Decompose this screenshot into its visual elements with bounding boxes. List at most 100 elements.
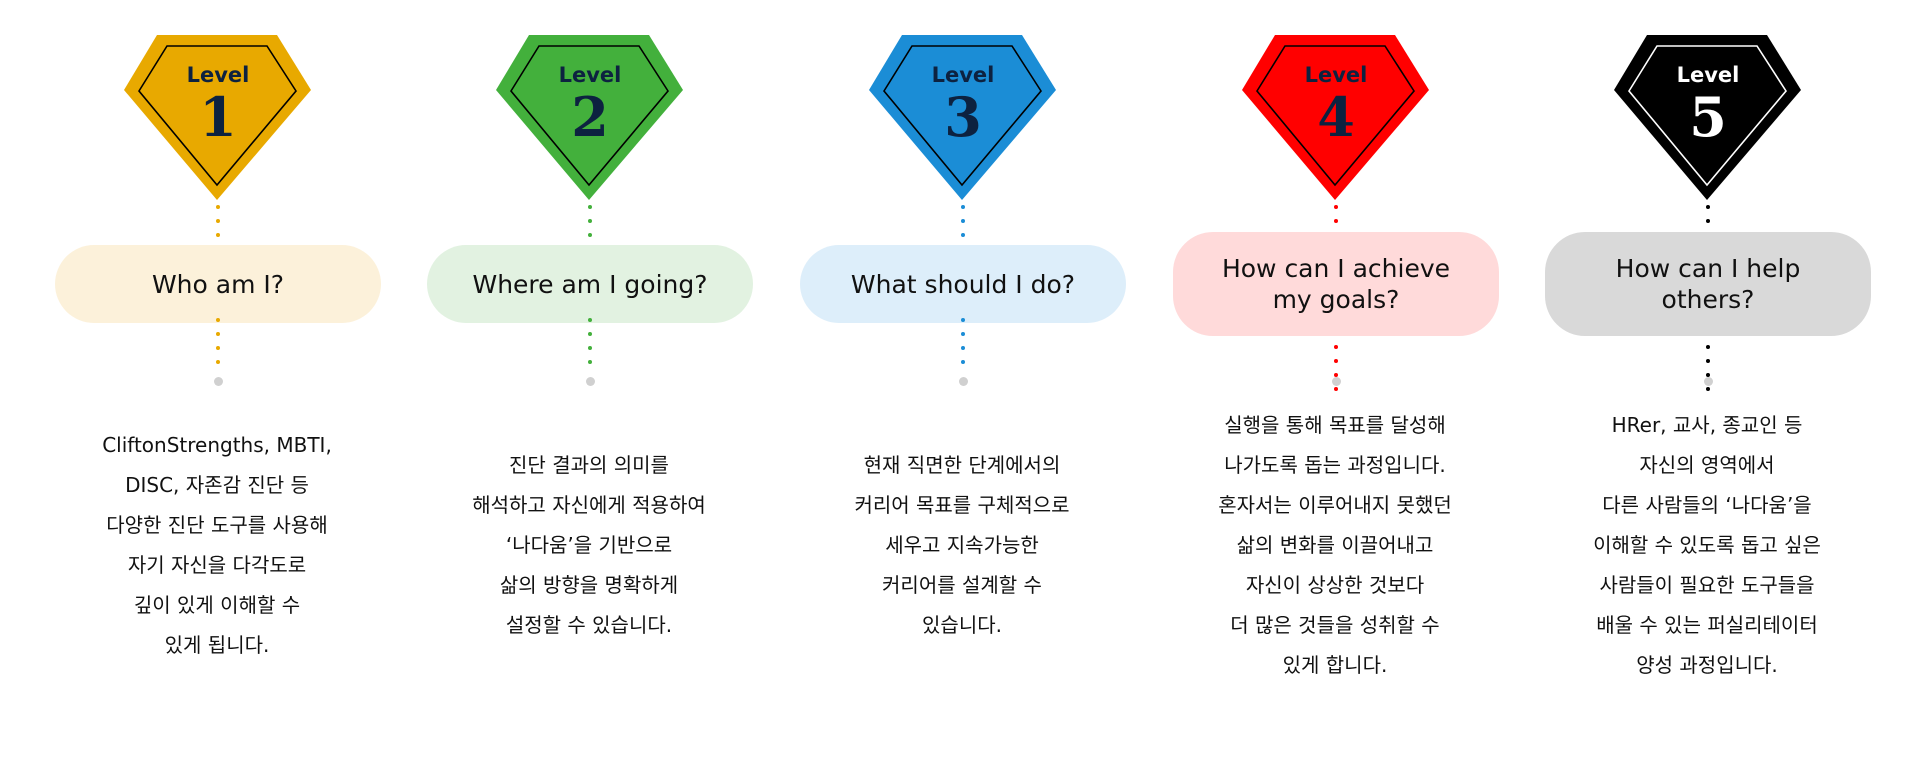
connector-dot: [588, 332, 592, 336]
level-1-column: Level 1 Who am I? CliftonStrengths, MBTI…: [31, 0, 403, 759]
question-pill: How can I achieve my goals?: [1173, 232, 1499, 336]
connector-dot: [588, 219, 592, 223]
level-number: 3: [944, 85, 982, 149]
description-line: 자신이 상상한 것보다: [1245, 573, 1425, 597]
question-text: How can I achieve my goals?: [1221, 254, 1451, 314]
description-line: 다양한 진단 도구를 사용해: [106, 513, 328, 537]
connector-dot: [1706, 345, 1710, 349]
level-label: Level: [186, 63, 250, 87]
connector-dot: [216, 205, 220, 209]
connector-dot: [1334, 219, 1338, 223]
diamond-shape: [869, 35, 1056, 200]
connector-end-dot: [959, 377, 968, 386]
description-line: 현재 직면한 단계에서의: [863, 453, 1061, 477]
description-line: 자기 자신을 다각도로: [127, 553, 307, 577]
diamond-shape: [1614, 35, 1801, 200]
diamond-shape: [496, 35, 683, 200]
question-pill: What should I do?: [800, 245, 1126, 323]
description-line: 배울 수 있는 퍼실리테이터: [1596, 613, 1818, 637]
description-line: 더 많은 것들을 성취할 수: [1230, 613, 1440, 637]
description-line: 커리어를 설계할 수: [882, 573, 1042, 597]
connector-dot: [1334, 387, 1338, 391]
connector-bottom: [961, 318, 965, 374]
connector-dot: [588, 318, 592, 322]
diamond-shape: [124, 35, 311, 200]
question-pill: Who am I?: [55, 245, 381, 323]
description-line: 깊이 있게 이해할 수: [133, 593, 301, 617]
description-line: 세우고 지속가능한: [885, 533, 1039, 557]
level-number: 4: [1317, 85, 1355, 149]
description-line: 나가도록 돕는 과정입니다.: [1224, 453, 1446, 477]
level-label: Level: [1304, 63, 1368, 87]
connector-dot: [216, 233, 220, 237]
level-gem-badge: Level 4: [1242, 35, 1430, 201]
question-text: Who am I?: [151, 269, 285, 299]
question-pill: Where am I going?: [427, 245, 753, 323]
description-line: 혼자서는 이루어내지 못했던: [1218, 493, 1452, 517]
connector-dot: [216, 219, 220, 223]
connector-dot: [1334, 205, 1338, 209]
connector-dot: [1706, 373, 1710, 377]
description-line: 진단 결과의 의미를: [509, 453, 669, 477]
connector-bottom: [1706, 345, 1710, 401]
connector-dot: [588, 233, 592, 237]
diamond-shape: [1242, 35, 1429, 200]
connector-end-dot: [1332, 377, 1341, 386]
description-line: 양성 과정입니다.: [1636, 653, 1778, 677]
connector-bottom: [1334, 345, 1338, 401]
connector-dot: [1334, 359, 1338, 363]
connector-bottom: [216, 318, 220, 374]
connector-dot: [1334, 345, 1338, 349]
question-pill: How can I help others?: [1545, 232, 1871, 336]
level-label: Level: [1676, 63, 1740, 87]
connector-dot: [961, 346, 965, 350]
connector-end-dot: [214, 377, 223, 386]
level-gem-badge: Level 3: [869, 35, 1057, 201]
question-text: What should I do?: [850, 269, 1076, 299]
description-line: 삶의 변화를 이끌어내고: [1236, 533, 1434, 557]
connector-dot: [961, 205, 965, 209]
connector-end-dot: [1704, 377, 1713, 386]
connector-dot: [1706, 219, 1710, 223]
connector-dot: [1706, 387, 1710, 391]
connector-dot: [588, 205, 592, 209]
level-gem-badge: Level 2: [496, 35, 684, 201]
connector-dot: [961, 233, 965, 237]
description-line: CliftonStrengths, MBTI,: [102, 433, 332, 457]
description-line: HRer, 교사, 종교인 등: [1611, 413, 1803, 437]
description-line: 커리어 목표를 구체적으로: [854, 493, 1070, 517]
level-gem-badge: Level 5: [1614, 35, 1802, 201]
level-number: 5: [1689, 85, 1727, 149]
description-line: 있습니다.: [922, 613, 1002, 637]
description-line: ‘나다움’을 기반으로: [505, 533, 673, 557]
level-number: 2: [571, 85, 609, 149]
connector-end-dot: [586, 377, 595, 386]
description-line: 다른 사람들의 ‘나다움’을: [1602, 493, 1812, 517]
level-label: Level: [931, 63, 995, 87]
question-text: How can I help others?: [1615, 254, 1801, 314]
connector-dot: [961, 318, 965, 322]
level-number: 1: [199, 85, 237, 149]
description-line: 있게 됩니다.: [164, 633, 270, 657]
question-text: Where am I going?: [472, 269, 708, 299]
description-line: 실행을 통해 목표를 달성해: [1224, 413, 1446, 437]
connector-dot: [216, 346, 220, 350]
connector-bottom: [588, 318, 592, 374]
description-line: 해석하고 자신에게 적용하여: [472, 493, 706, 517]
connector-dot: [961, 360, 965, 364]
connector-dot: [588, 360, 592, 364]
connector-dot: [961, 219, 965, 223]
connector-dot: [216, 318, 220, 322]
description-line: 있게 합니다.: [1282, 653, 1388, 677]
description-line: 사람들이 필요한 도구들을: [1599, 573, 1815, 597]
level-label: Level: [558, 63, 622, 87]
connector-dot: [1706, 205, 1710, 209]
connector-dot: [1706, 359, 1710, 363]
